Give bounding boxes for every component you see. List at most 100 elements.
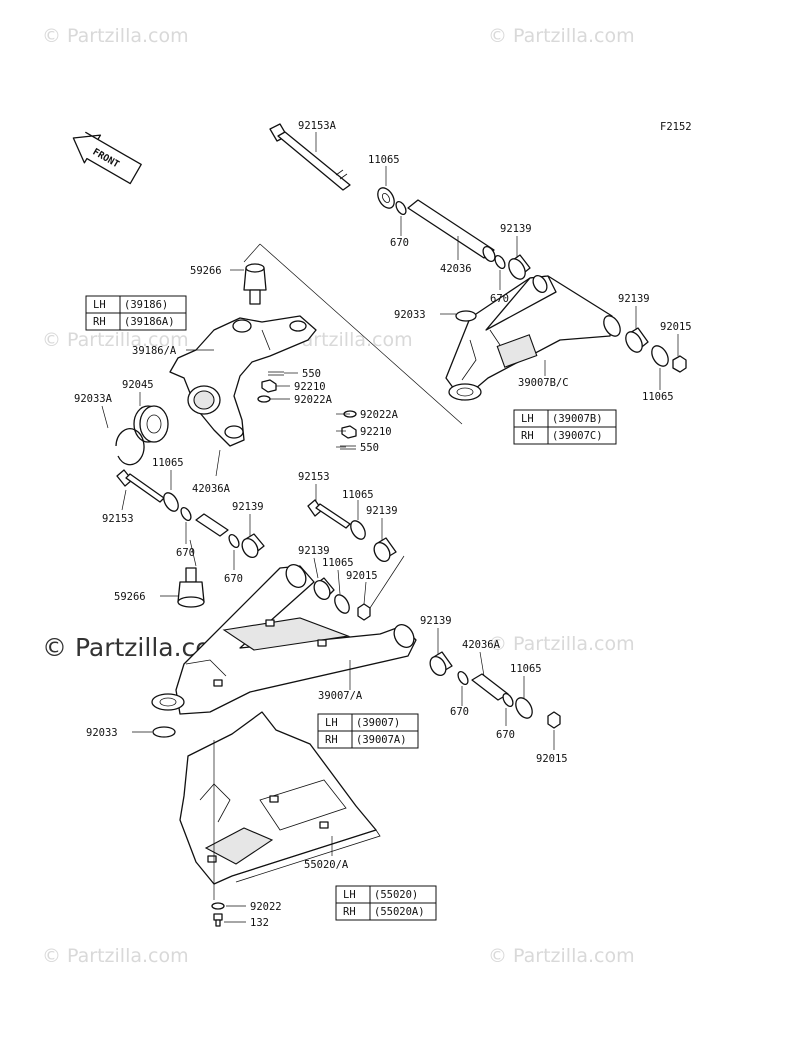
table-upper-arm-part-rh: (39007C): [552, 430, 603, 442]
wheel-bearing: [133, 405, 169, 443]
label-knuckle: 39186/A: [132, 345, 177, 357]
collar-upper: [407, 199, 495, 259]
washer-knuckle: [163, 492, 179, 512]
label-bush-upper-1: 92139: [500, 223, 532, 235]
table-guard-side-rh: RH: [343, 906, 356, 918]
oring-knuckle: [180, 506, 192, 522]
castle-nut-2: [341, 425, 357, 439]
label-washer-knuckle: 11065: [152, 457, 184, 469]
table-lower-arm-side-lh: LH: [325, 717, 338, 729]
label-bush-lower-m: 92139: [298, 545, 330, 557]
label-bolt-guard: 132: [250, 917, 269, 929]
label-ring-upper: 92033: [394, 309, 426, 321]
label-oring-knuckle: 670: [176, 547, 195, 559]
label-nut-upper: 92015: [660, 321, 692, 333]
label-oring-upper-2: 670: [490, 293, 509, 305]
oring-upper-1: [395, 200, 407, 216]
leader-lines: [101, 132, 679, 923]
watermark-bottom-left: © Partzilla.com: [42, 945, 189, 967]
bushing-lower-r1: [373, 537, 397, 562]
bolt-knuckle: [116, 469, 165, 503]
watermark-bottom-right: © Partzilla.com: [488, 945, 635, 967]
label-washer-2: 92022A: [360, 409, 399, 421]
long-bolt-upper: [269, 123, 351, 191]
ring-lower: [152, 726, 176, 738]
table-upper-arm: LH (39007B) RH (39007C): [513, 409, 617, 445]
bushing-lower-r2: [429, 651, 453, 676]
label-ring-lower: 92033: [86, 727, 118, 739]
front-arrow-icon: FRONT: [72, 131, 142, 185]
label-washer-1: 92022A: [294, 394, 333, 406]
label-washer-lower-2: 11065: [510, 663, 542, 675]
circlip: [115, 428, 145, 466]
washer-lower-2: [515, 697, 533, 719]
label-collar-knuckle: 42036A: [192, 483, 231, 495]
nut-upper: [672, 355, 687, 373]
collar-knuckle: [195, 513, 229, 537]
label-ball-joint-lower: 59266: [114, 591, 146, 603]
label-washer-upper-2: 11065: [642, 391, 674, 403]
table-knuckle-side-rh: RH: [93, 316, 106, 328]
castle-nut-1: [261, 379, 277, 393]
washer-lower-m: [334, 594, 350, 614]
label-guard: 55020/A: [304, 859, 349, 871]
label-pin-1: 550: [302, 368, 321, 380]
table-guard: LH (55020) RH (55020A): [335, 885, 437, 921]
label-bush-lower-r2: 92139: [420, 615, 452, 627]
label-bush-lower-l1: 92139: [232, 501, 264, 513]
washer-1: [257, 395, 271, 403]
pin-1: [268, 371, 284, 376]
label-circlip: 92033A: [74, 393, 113, 405]
watermark-top-right: © Partzilla.com: [488, 25, 635, 47]
table-guard-part-lh: (55020): [374, 889, 418, 901]
label-arm-upper: 39007B/C: [518, 377, 569, 389]
label-bush-upper-2: 92139: [618, 293, 650, 305]
watermark-mid-right: © Partzilla.com: [488, 633, 635, 655]
nut-lower-m: [357, 603, 371, 621]
oring-upper-2: [494, 254, 506, 270]
label-bolt-knuckle: 92153: [102, 513, 134, 525]
table-guard-part-rh: (55020A): [374, 906, 425, 918]
table-knuckle-part-rh: (39186A): [124, 316, 175, 328]
label-washer-lower-m: 11065: [322, 557, 354, 569]
label-washer-guard: 92022: [250, 901, 282, 913]
table-knuckle-side-lh: LH: [93, 299, 106, 311]
table-upper-arm-part-lh: (39007B): [552, 413, 603, 425]
washer-lower-1: [350, 520, 366, 540]
label-bush-lower-r1: 92139: [366, 505, 398, 517]
upper-a-arm: [445, 274, 621, 401]
table-upper-arm-side-rh: RH: [521, 430, 534, 442]
oring-lower-r2: [502, 692, 514, 708]
ball-joint-upper: [243, 263, 267, 305]
label-nut-castle-1: 92210: [294, 381, 326, 393]
watermark-top-left: © Partzilla.com: [42, 25, 189, 47]
steering-knuckle: [169, 315, 317, 447]
ball-joint-lower: [177, 567, 205, 608]
label-oring-lower-r1: 670: [450, 706, 469, 718]
table-lower-arm-side-rh: RH: [325, 734, 338, 746]
figure-code: F2152: [660, 121, 692, 133]
bushing-upper-1: [508, 254, 531, 280]
label-nut-lower-m: 92015: [346, 570, 378, 582]
bushing-upper-2: [625, 327, 649, 353]
label-collar-upper: 42036: [440, 263, 472, 275]
bushing-lower-l1: [241, 533, 265, 558]
label-nut-lower-r: 92015: [536, 753, 568, 765]
collar-upper-end: [482, 245, 496, 263]
washer-upper-2: [651, 345, 669, 367]
label-nut-castle-2: 92210: [360, 426, 392, 438]
label-ball-joint-upper: 59266: [190, 265, 222, 277]
lower-a-arm: [151, 564, 417, 715]
bushing-lower-m: [313, 577, 335, 600]
label-bearing: 92045: [122, 379, 154, 391]
oring-lower-r1: [457, 670, 469, 686]
nut-lower-r: [547, 711, 561, 729]
label-pin-2: 550: [360, 442, 379, 454]
label-collar-lower: 42036A: [462, 639, 501, 651]
watermark-mid-left: © Partzilla.com: [42, 329, 189, 351]
table-knuckle-part-lh: (39186): [124, 299, 168, 311]
label-bolt-lower: 92153: [298, 471, 330, 483]
label-arm-lower: 39007/A: [318, 690, 363, 702]
label-oring-upper-1: 670: [390, 237, 409, 249]
